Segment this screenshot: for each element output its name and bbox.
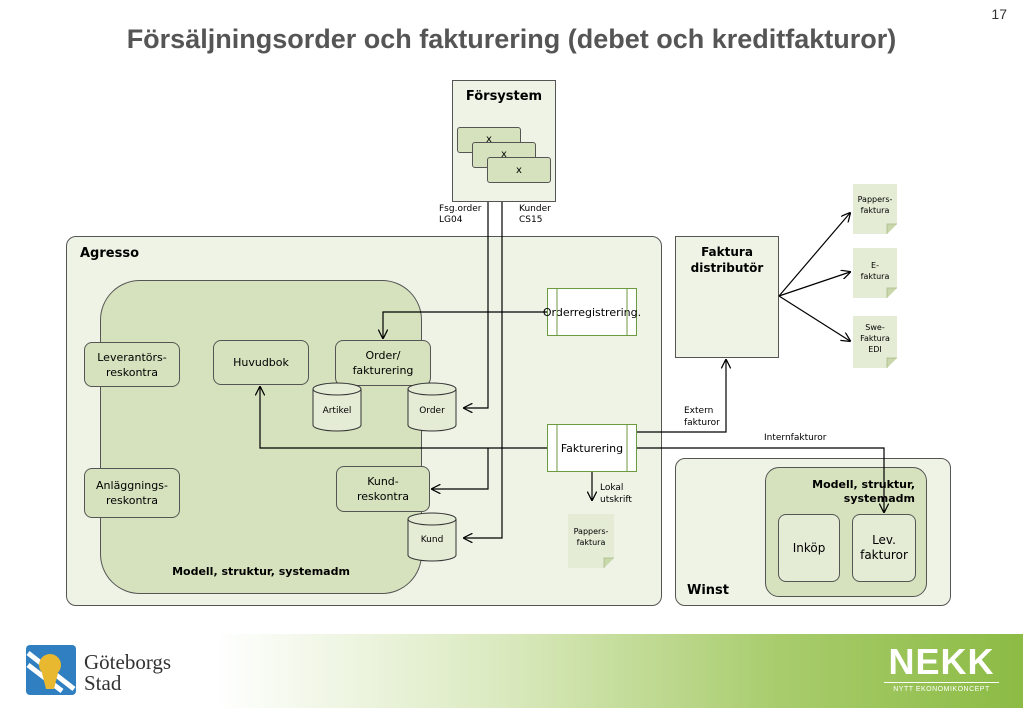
huvudbok-box: Huvudbok [213, 340, 309, 385]
pappers-faktura-label: Pappers- faktura [857, 195, 893, 215]
swe-faktura-doc [853, 316, 897, 368]
order-database [407, 382, 457, 432]
faktura-distributor-label: Faktura distributör [690, 245, 764, 275]
forsystem-stack-item-3: x [487, 157, 551, 183]
pappers-faktura-doc [853, 184, 897, 234]
goteborg-crest-logo [26, 645, 76, 695]
fakturering-process: Fakturering [547, 424, 637, 472]
page-number: 17 [991, 6, 1007, 22]
goteborgs-stad-logo-text: Göteborgs Stad [84, 650, 172, 695]
nekk-logo: NEKK NYTT EKONOMIKONCEPT [884, 642, 999, 693]
winst-inner-title: Modell, struktur, systemadm [812, 478, 915, 505]
swe-faktura-label: Swe- Faktura EDI [860, 323, 890, 354]
kund-reskontra-box: Kund- reskontra [336, 466, 430, 512]
winst-title: Winst [687, 583, 730, 598]
page-title: Försäljningsorder och fakturering (debet… [126, 24, 897, 54]
inkop-box: Inköp [778, 514, 840, 582]
order-fakturering-box: Order/ fakturering [335, 340, 431, 386]
agresso-inner-panel [100, 280, 422, 594]
footer-band [215, 634, 1023, 708]
e-faktura-doc [853, 248, 897, 298]
extern-fakturor-label: Extern fakturor [684, 406, 720, 428]
artikel-database-label: Artikel [322, 406, 352, 416]
faktura-distributor-box [675, 236, 779, 358]
forsystem-output-right-label: Kunder CS15 [519, 204, 551, 225]
anlaggnings-reskontra-box: Anläggnings- reskontra [84, 468, 180, 518]
kund-database-label: Kund [420, 535, 444, 545]
e-faktura-label: E- faktura [860, 261, 890, 281]
agresso-title: Agresso [80, 246, 140, 261]
orderregistrering-process: Orderregistrering. [543, 288, 641, 336]
order-database-label: Order [419, 406, 445, 416]
leverantors-reskontra-box: Leverantörs- reskontra [84, 342, 180, 387]
artikel-database [312, 382, 362, 432]
lokal-pappers-faktura-doc [568, 514, 614, 568]
forsystem-title: Försystem [465, 89, 543, 104]
nekk-logo-subtitle: NYTT EKONOMIKONCEPT [884, 682, 999, 693]
nekk-logo-text: NEKK [888, 641, 995, 682]
internfakturor-label: Internfakturor [764, 433, 827, 443]
agresso-inner-title: Modell, struktur, systemadm [172, 565, 350, 578]
lokal-utskrift-label: Lokal utskrift [600, 483, 632, 505]
lokal-pappers-faktura-label: Pappers- faktura [573, 527, 609, 547]
lev-fakturor-box: Lev. fakturor [852, 514, 916, 582]
forsystem-output-left-label: Fsg.order LG04 [439, 204, 482, 225]
kund-database [407, 512, 457, 562]
